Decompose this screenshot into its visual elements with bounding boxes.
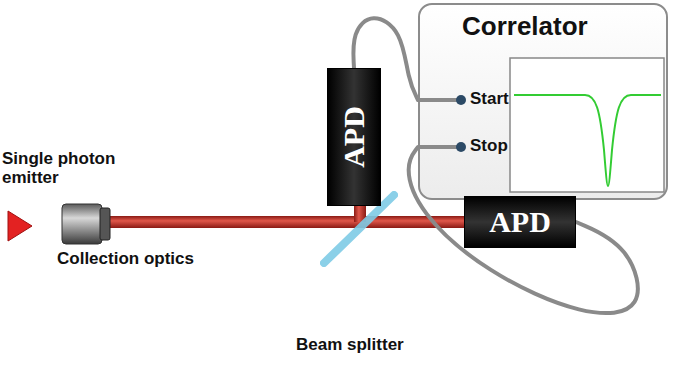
- apd-detector: APD: [464, 196, 576, 248]
- optics-label: Collection optics: [57, 250, 227, 269]
- emitter-triangle: [8, 211, 32, 241]
- splitter-label: Beam splitter: [296, 336, 446, 355]
- emitter-label: Single photon emitter: [2, 150, 127, 187]
- port-label: Stop: [470, 137, 530, 156]
- detector-label: APD: [489, 205, 551, 239]
- detector-label: APD: [337, 106, 371, 168]
- box-title: Correlator: [420, 5, 588, 42]
- horizontal-beam: [108, 216, 466, 228]
- optics-lens: [100, 208, 110, 240]
- optics-barrel: [62, 204, 102, 244]
- apd-detector: APD: [327, 68, 381, 206]
- correlator-box: Correlator: [418, 3, 668, 200]
- port-label: Start: [470, 90, 530, 109]
